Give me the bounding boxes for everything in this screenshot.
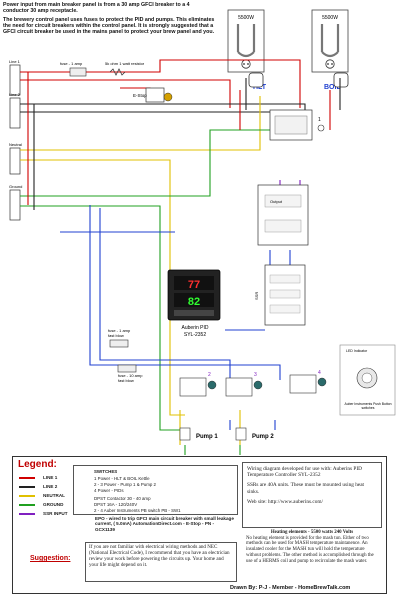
intro-text: Power input from main breaker panel is f… (3, 2, 215, 37)
pid-fuse-label: fuse - 1 amp (108, 328, 131, 333)
heating-elements-note: Heating elements - 5500 watts 240 Volts … (242, 530, 382, 582)
top-fuse: fuse - 1 amp (60, 61, 87, 77)
switch-legend-item-6: 2 - 4 Auber Instruments PB switch PB - S… (94, 508, 181, 513)
suggestion-label: Suggestion: (30, 555, 71, 562)
heating-elements-title: Heating elements - 5500 watts 240 Volts (270, 530, 354, 535)
developer-note-2: SSRs are 40A units. These must be mounte… (247, 482, 365, 495)
relay-label: Output (270, 199, 283, 204)
line2-label: Line 2 (9, 92, 21, 97)
line2-swatch (19, 485, 35, 488)
pid-fuse: fuse - 1 amp fast blow (108, 328, 131, 348)
pump-fuse: fuse - 10 amp fast blow (117, 364, 143, 383)
legend-neutral-label: NEUTRAL (43, 493, 65, 498)
developer-note-website[interactable]: Web site: http://www.auberins.com/ (247, 498, 324, 505)
boil-element: 5500W BOIL (311, 9, 349, 91)
hlt-label: HLT (253, 84, 267, 91)
credit-line: Drawn By: P-J - Member - HomeBrewTalk.co… (230, 585, 351, 591)
pid-pv-display: 77 (188, 279, 200, 291)
push-button-switches: LED Indicator Auber Instruments Push But… (339, 344, 396, 416)
pid-name: Auberin PID (182, 325, 209, 331)
switch-legend-item-3: 4 Power - PIDs (94, 488, 124, 493)
legend-ssr-label: SSR INPUT (43, 511, 68, 516)
hlt-receptacle (248, 72, 264, 88)
switch-2-label: 2 (208, 372, 211, 378)
contactor: 1 (269, 109, 325, 141)
resistor-label: 5k ohm 1 watt resistor (105, 61, 145, 66)
pump-fuse-blow-label: fast blow (118, 378, 134, 383)
intro-paragraph-1: Power input from main breaker panel is f… (3, 2, 190, 15)
switch-legend-box: SWITCHES 1 Power - HLT & BOIL Kettle 2 -… (73, 465, 238, 515)
neutral-swatch (19, 494, 35, 497)
ssr-relay: Output (257, 184, 309, 246)
legend-box: Legend: LINE 1 LINE 2 NEUTRAL GROUND SSR… (12, 456, 387, 594)
switch-legend-item-1: 1 Power - HLT & BOIL Kettle (94, 476, 150, 481)
legend-title: Legend: (18, 459, 57, 470)
pump-switches: 2 3 4 (179, 370, 327, 397)
resistor: 5k ohm 1 watt resistor (105, 61, 145, 76)
heating-elements-body: No heating element is provided for the m… (246, 535, 374, 564)
pump-receptacles: Pump 1 Pump 2 (179, 427, 274, 441)
neutral-label: Neutral (9, 142, 22, 147)
legend-row-ground: GROUND (19, 502, 63, 507)
legend-row-neutral: NEUTRAL (19, 493, 65, 498)
developer-note: Wiring diagram developed for use with: A… (242, 462, 382, 528)
legend-row-ssr: SSR INPUT (19, 511, 68, 516)
switch-legend-heading: SWITCHES (94, 469, 118, 474)
boil-rating: 5500W (322, 15, 338, 21)
ssr-swatch (19, 512, 35, 515)
pid-fuse-blow-label: fast blow (108, 333, 124, 338)
estop: E-Stop (133, 87, 173, 103)
pid-sv-display: 82 (188, 296, 200, 308)
line1-label: Line 1 (9, 59, 21, 64)
pump1-label: Pump 1 (196, 434, 218, 440)
switch-4-label: 4 (318, 370, 321, 376)
ground-label: Ground (9, 184, 22, 189)
main-wires (20, 59, 341, 455)
legend-line1-label: LINE 1 (43, 475, 58, 480)
developer-note-1: Wiring diagram developed for use with: A… (247, 466, 362, 479)
line1-swatch (19, 476, 35, 479)
switch-legend-item-4: DPST Contactor 30 - 40 amp (94, 496, 151, 501)
terminal-blocks: Line 1 Line 2 Neutral Ground (9, 59, 22, 221)
hlt-rating: 5500W (238, 15, 254, 21)
boil-label: BOIL (324, 84, 341, 91)
pump2-label: Pump 2 (252, 434, 274, 440)
pid-model: SYL-2352 (184, 332, 206, 338)
top-fuse-label: fuse - 1 amp (60, 61, 83, 66)
suggestion-body: If you are not familiar with electrical … (85, 542, 237, 582)
legend-row-line2: LINE 2 (19, 484, 57, 489)
ssr-label: SSR (254, 292, 259, 300)
ground-swatch (19, 503, 35, 506)
pump-fuse-label: fuse - 10 amp (118, 373, 143, 378)
pid-controller: 77 82 Auberin PID SYL-2352 (167, 269, 221, 338)
epo-note: EPO - wired to trip GFCI main circuit br… (95, 516, 234, 532)
push-button-switches-label: Auber Instruments Push Button switches (344, 402, 392, 410)
legend-ground-label: GROUND (43, 502, 64, 507)
legend-line2-label: LINE 2 (43, 484, 58, 489)
legend-row-line1: LINE 1 (19, 475, 57, 480)
led-label: LED Indicator (346, 349, 368, 353)
switch-legend-item-5: DPST 16A - 120/240V (94, 502, 138, 507)
ssr-terminals: SSR (254, 264, 306, 326)
switch-3-label: 3 (254, 372, 257, 378)
hlt-element: 5500W HLT (227, 9, 267, 91)
switch-1-label: 1 (318, 117, 321, 123)
switch-legend-item-2: 2 - 3 Power - Pump 1 & Pump 2 (94, 482, 156, 487)
estop-label: E-Stop (133, 93, 147, 98)
boil-receptacle (333, 72, 349, 88)
intro-paragraph-2: The brewery control panel uses fuses to … (3, 16, 215, 36)
